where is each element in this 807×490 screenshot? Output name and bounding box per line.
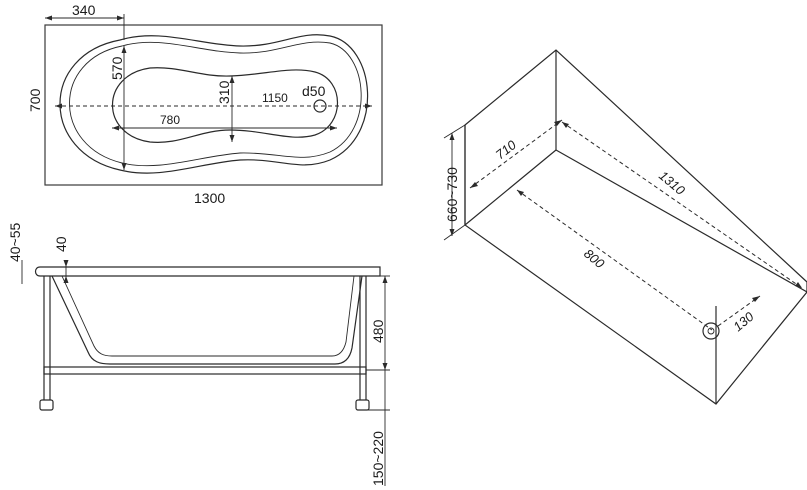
top-view-inner-rim <box>69 41 362 167</box>
box-drain-inner <box>707 327 715 335</box>
side-view-foot-left <box>39 399 54 411</box>
label-height-480: 480 <box>370 319 386 343</box>
box-outline <box>464 49 807 405</box>
label-drain-d50: d50 <box>302 83 326 99</box>
label-inner-depth-570: 570 <box>109 56 125 80</box>
side-view-rim <box>34 266 381 277</box>
label-length-1300: 1300 <box>194 190 225 206</box>
top-view: 340 700 1300 570 310 1150 780 d50 <box>27 2 383 206</box>
label-box-height-660-730: 660~730 <box>444 167 460 222</box>
label-width-340: 340 <box>72 2 96 18</box>
box-drain <box>702 322 720 340</box>
label-legs-150-220: 150~220 <box>370 431 386 486</box>
top-view-outer-rim <box>59 34 369 174</box>
side-view-tub <box>51 275 363 365</box>
top-view-basin <box>112 67 338 143</box>
label-drain-offset-130: 130 <box>730 308 757 334</box>
label-box-length-1310: 1310 <box>656 168 688 199</box>
label-depth-700: 700 <box>27 88 43 112</box>
side-view-tub-inner <box>61 275 355 357</box>
label-rim-thickness-40: 40 <box>53 236 69 252</box>
label-rim-40-55: 40~55 <box>7 222 23 262</box>
label-bottom-depth-310: 310 <box>216 80 232 104</box>
box-view: 710 1310 800 130 660~730 <box>443 49 807 405</box>
side-view-foot-right <box>355 399 370 411</box>
label-inner-length-800: 800 <box>581 246 608 272</box>
label-inner-length-1150: 1150 <box>262 91 288 105</box>
label-bottom-length-780: 780 <box>160 113 180 127</box>
side-view: 40~55 40 480 150~220 <box>7 222 390 486</box>
side-view-crossbar <box>43 366 367 375</box>
label-box-width-710: 710 <box>493 137 520 163</box>
